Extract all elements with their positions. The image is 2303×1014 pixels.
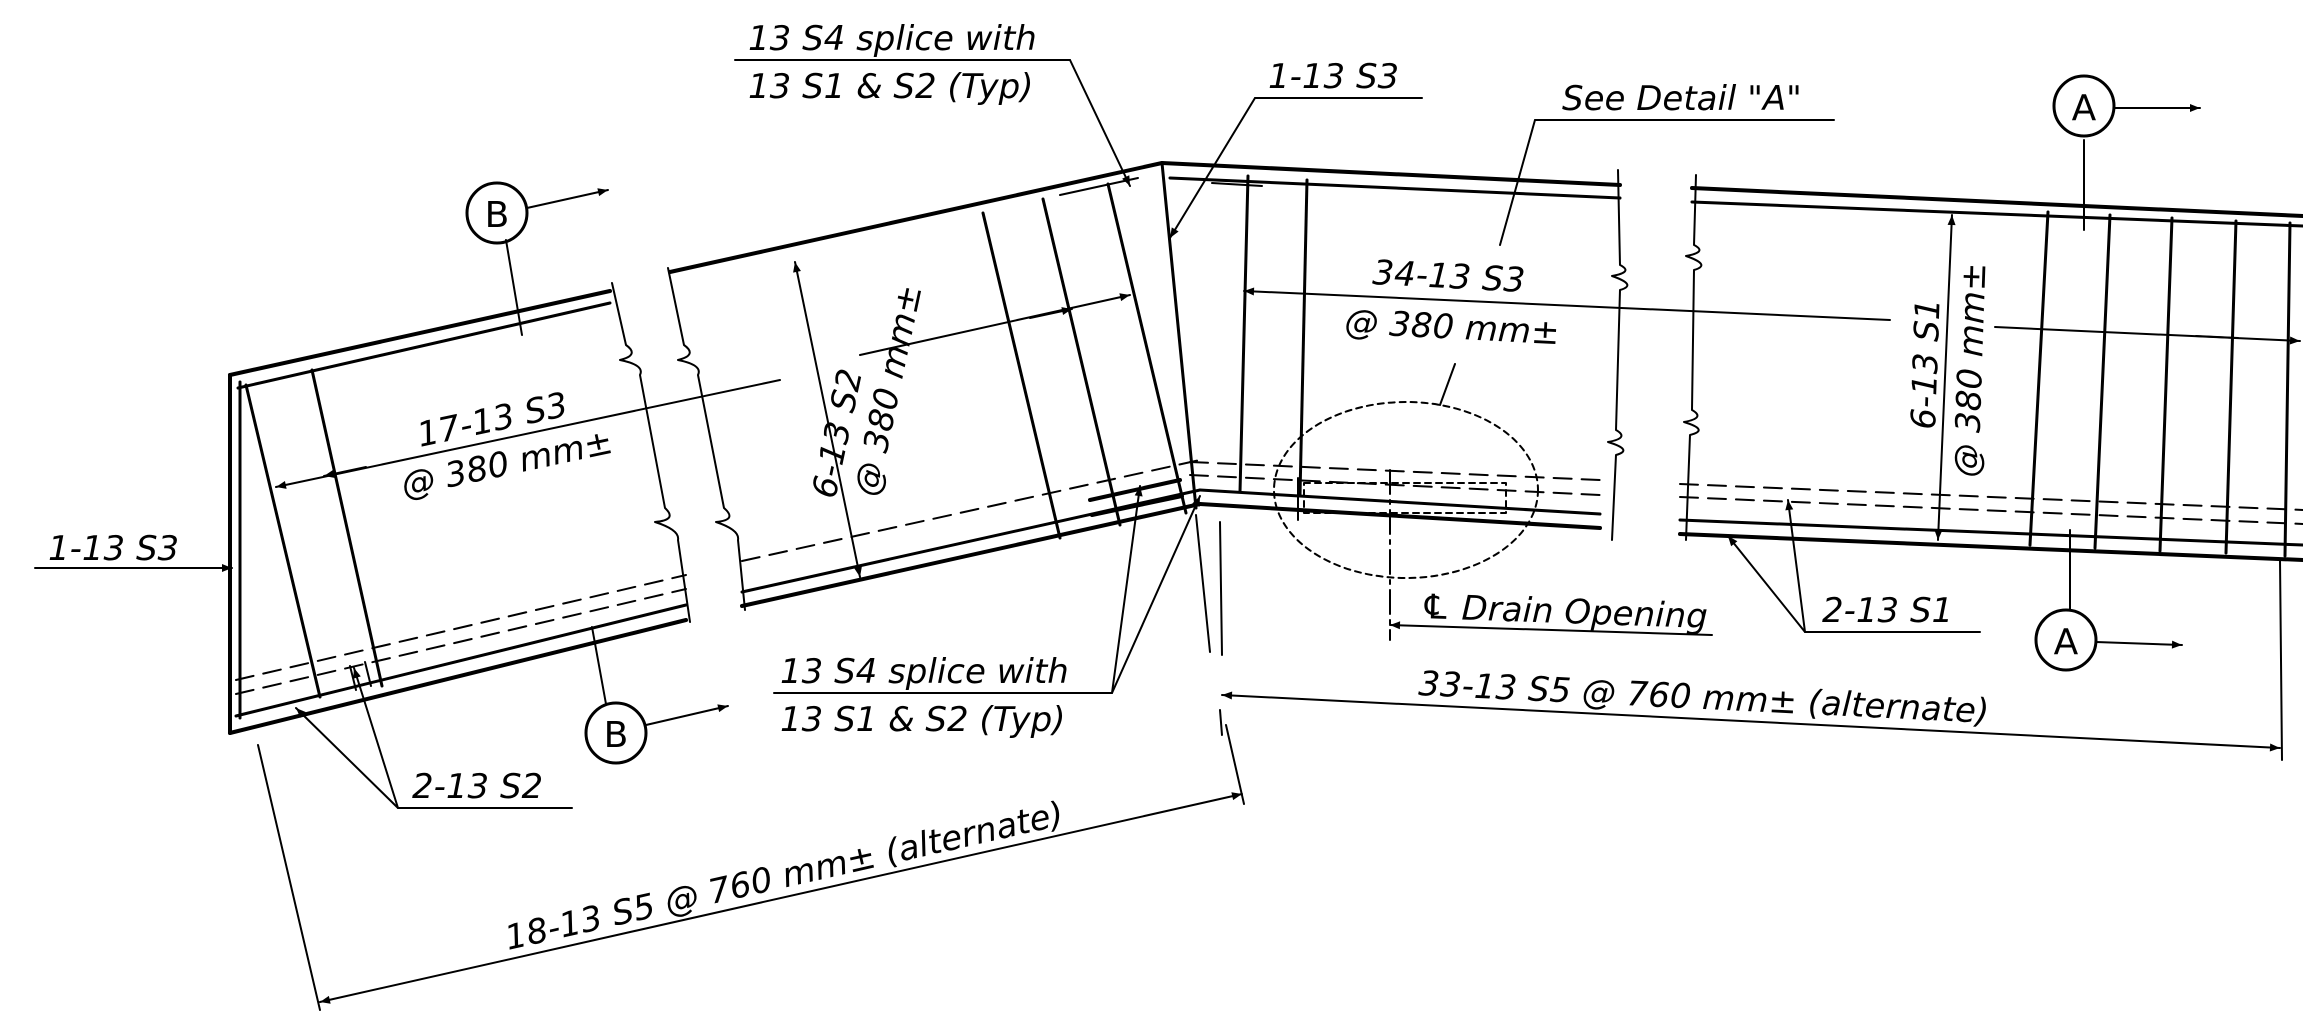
bottom-splice-label-2: 13 S1 & S2 (Typ) — [780, 700, 1065, 740]
right-s1-label-2: @ 380 mm± — [1947, 262, 1994, 479]
top-s3-label: 1-13 S3 — [1268, 57, 1399, 97]
section-a-top-label: A — [2072, 88, 2097, 129]
left-bottom-s2-label: 2-13 S2 — [412, 767, 543, 807]
see-detail-label: See Detail "A" — [1562, 79, 1802, 119]
section-b-top-label: B — [485, 195, 510, 236]
right-s5-label: 33-13 S5 @ 760 mm± (alternate) — [1418, 664, 1991, 732]
top-splice-label-1: 13 S4 splice with — [748, 19, 1037, 59]
drain-opening-label: ℄ Drain Opening — [1420, 587, 1709, 637]
leaders — [34, 59, 2301, 1011]
drain-detail — [1273, 401, 1539, 641]
section-marker-b-top: B — [465, 181, 609, 336]
section-marker-a-bottom: A — [2034, 529, 2183, 672]
section-marker-a-top: A — [2052, 74, 2201, 231]
right-wing-slab — [1160, 161, 2303, 562]
left-wing-slab — [228, 161, 1202, 735]
right-bottom-s1-label: 2-13 S1 — [1822, 591, 1953, 631]
right-spacing-label-1: 34-13 S3 — [1372, 253, 1527, 301]
left-s5-label: 18-13 S5 @ 760 mm± (alternate) — [501, 794, 1067, 959]
section-marker-b-bottom: B — [584, 626, 729, 765]
bottom-splice-label-1: 13 S4 splice with — [780, 652, 1069, 692]
section-b-bottom-label: B — [604, 715, 629, 756]
left-s3-label: 1-13 S3 — [48, 529, 179, 569]
section-a-bottom-label: A — [2054, 622, 2079, 663]
right-spacing-label-2: @ 380 mm± — [1344, 302, 1561, 353]
annotations: 13 S4 splice with 13 S1 & S2 (Typ) 1-13 … — [48, 19, 1995, 959]
top-splice-label-2: 13 S1 & S2 (Typ) — [748, 67, 1033, 107]
right-s1-label-1: 6-13 S1 — [1904, 298, 1949, 431]
